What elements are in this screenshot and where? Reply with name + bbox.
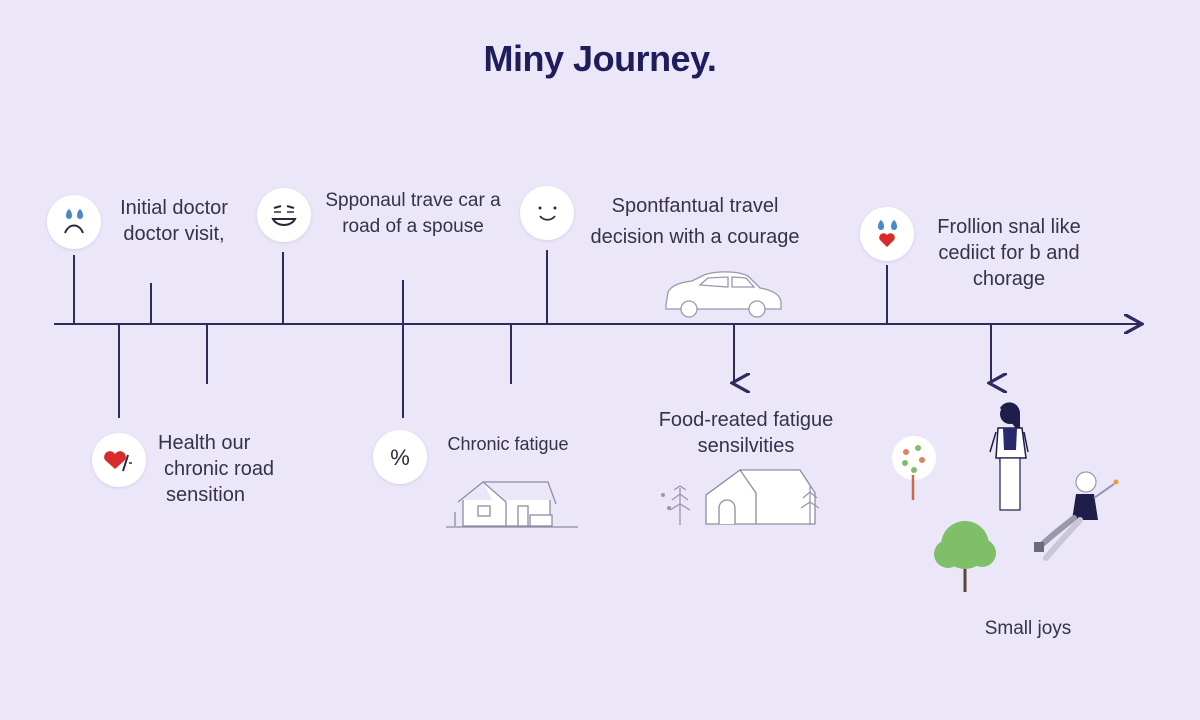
heart-slash-icon <box>104 451 132 472</box>
event-top-2-icon-circle <box>257 188 311 242</box>
event-top-1-label: Initial doctor doctor visit, <box>120 197 228 245</box>
event-top-4-label: Frollion snal like cediict for b and cho… <box>937 216 1081 290</box>
smile-face-icon <box>538 206 557 221</box>
page-title: Miny Journey. <box>483 38 717 79</box>
percent-icon: % <box>390 445 410 470</box>
event-top-3-icon-circle <box>520 186 574 240</box>
event-top-1-icon-circle <box>47 195 101 249</box>
house-trees-illustration <box>661 469 820 525</box>
event-bottom-2-icon-circle: % <box>373 430 427 484</box>
tree-illustration <box>934 521 996 592</box>
event-top-2-label: Spponaul trave car a road of a spouse <box>325 190 501 237</box>
house-illustration <box>446 481 578 528</box>
event-bottom-4-label: Small joys <box>984 618 1072 639</box>
standing-person-illustration <box>989 402 1029 511</box>
car-illustration <box>665 271 782 318</box>
sapling-illustration <box>892 436 936 500</box>
heart-tears-icon <box>878 220 897 247</box>
grin-face-icon <box>271 205 297 226</box>
event-bottom-2-label: Chronic fatigue <box>447 434 569 454</box>
sitting-person-illustration <box>1034 471 1119 561</box>
event-bottom-3-label: Food-reated fatigue sensilvities <box>658 409 834 457</box>
event-top-4-icon-circle <box>860 207 914 261</box>
svg-text:%: % <box>390 445 410 470</box>
timeline-ticks <box>73 250 991 418</box>
event-bottom-1-label: Health our chronic road sensition <box>158 432 275 506</box>
event-bottom-1-icon-circle <box>92 433 146 487</box>
event-top-3-label: Spontfantual travel decision with a cour… <box>590 195 800 248</box>
sad-face-icon <box>64 209 84 234</box>
